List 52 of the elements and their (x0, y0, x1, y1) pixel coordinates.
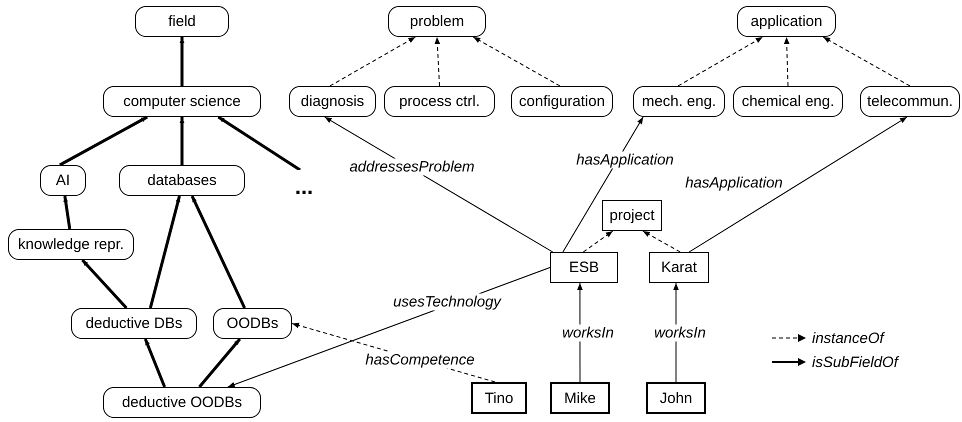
instance-box: Mike (550, 382, 610, 414)
arrow (562, 116, 644, 252)
instance-box: ESB (550, 252, 618, 283)
concept-box: field (135, 6, 229, 37)
edge-label: usesTechnology (391, 294, 503, 310)
concept-box: knowledge repr. (8, 229, 134, 260)
arrow (180, 117, 184, 165)
concept-box: OODBs (213, 308, 292, 339)
instance-box: Karat (649, 252, 709, 283)
legend-text: instanceOf (812, 330, 884, 346)
arrow (582, 230, 614, 252)
concept-box: chemical eng. (733, 86, 843, 117)
arrow (642, 230, 681, 252)
instance-box: John (646, 382, 706, 414)
concept-box: mech. eng. (633, 86, 725, 117)
edge-label: hasApplication (683, 174, 785, 192)
concept-box: deductive OODBs (103, 387, 261, 418)
arrow (190, 195, 246, 309)
concept-box: databases (119, 165, 245, 196)
arrow (59, 116, 148, 166)
arrow (81, 258, 128, 310)
concept-box: AI (40, 165, 86, 196)
edge-label: worksIn (560, 324, 616, 342)
edge-label: worksIn (652, 324, 708, 342)
arrow (784, 36, 790, 86)
arrow (198, 338, 241, 388)
instance-box: Tino (471, 382, 527, 414)
arrow (678, 36, 764, 86)
arrow (822, 36, 910, 86)
instance-box: project (602, 200, 662, 231)
arrow (688, 116, 908, 252)
edge-label: hasCompetence (363, 352, 477, 368)
arrow (180, 37, 184, 86)
concept-box: diagnosis (289, 86, 376, 117)
arrow (148, 196, 181, 308)
arrow (63, 196, 72, 230)
concept-box: telecommun. (860, 86, 960, 117)
edge-label: hasApplication (574, 152, 676, 168)
arrow (218, 116, 301, 172)
arrow (472, 36, 560, 86)
edge-label: addressesProblem (347, 158, 477, 176)
legend-text: isSubFieldOf (812, 354, 898, 370)
concept-box: problem (388, 6, 486, 37)
concept-box: configuration (511, 86, 613, 117)
concept-box: deductive DBs (71, 308, 197, 339)
concept-box: process ctrl. (384, 86, 495, 117)
concept-box: application (737, 6, 836, 37)
concept-box: computer science (103, 86, 261, 117)
arrow (434, 36, 440, 86)
arrow (144, 338, 166, 388)
arrow (329, 36, 416, 86)
arrow (324, 116, 554, 252)
